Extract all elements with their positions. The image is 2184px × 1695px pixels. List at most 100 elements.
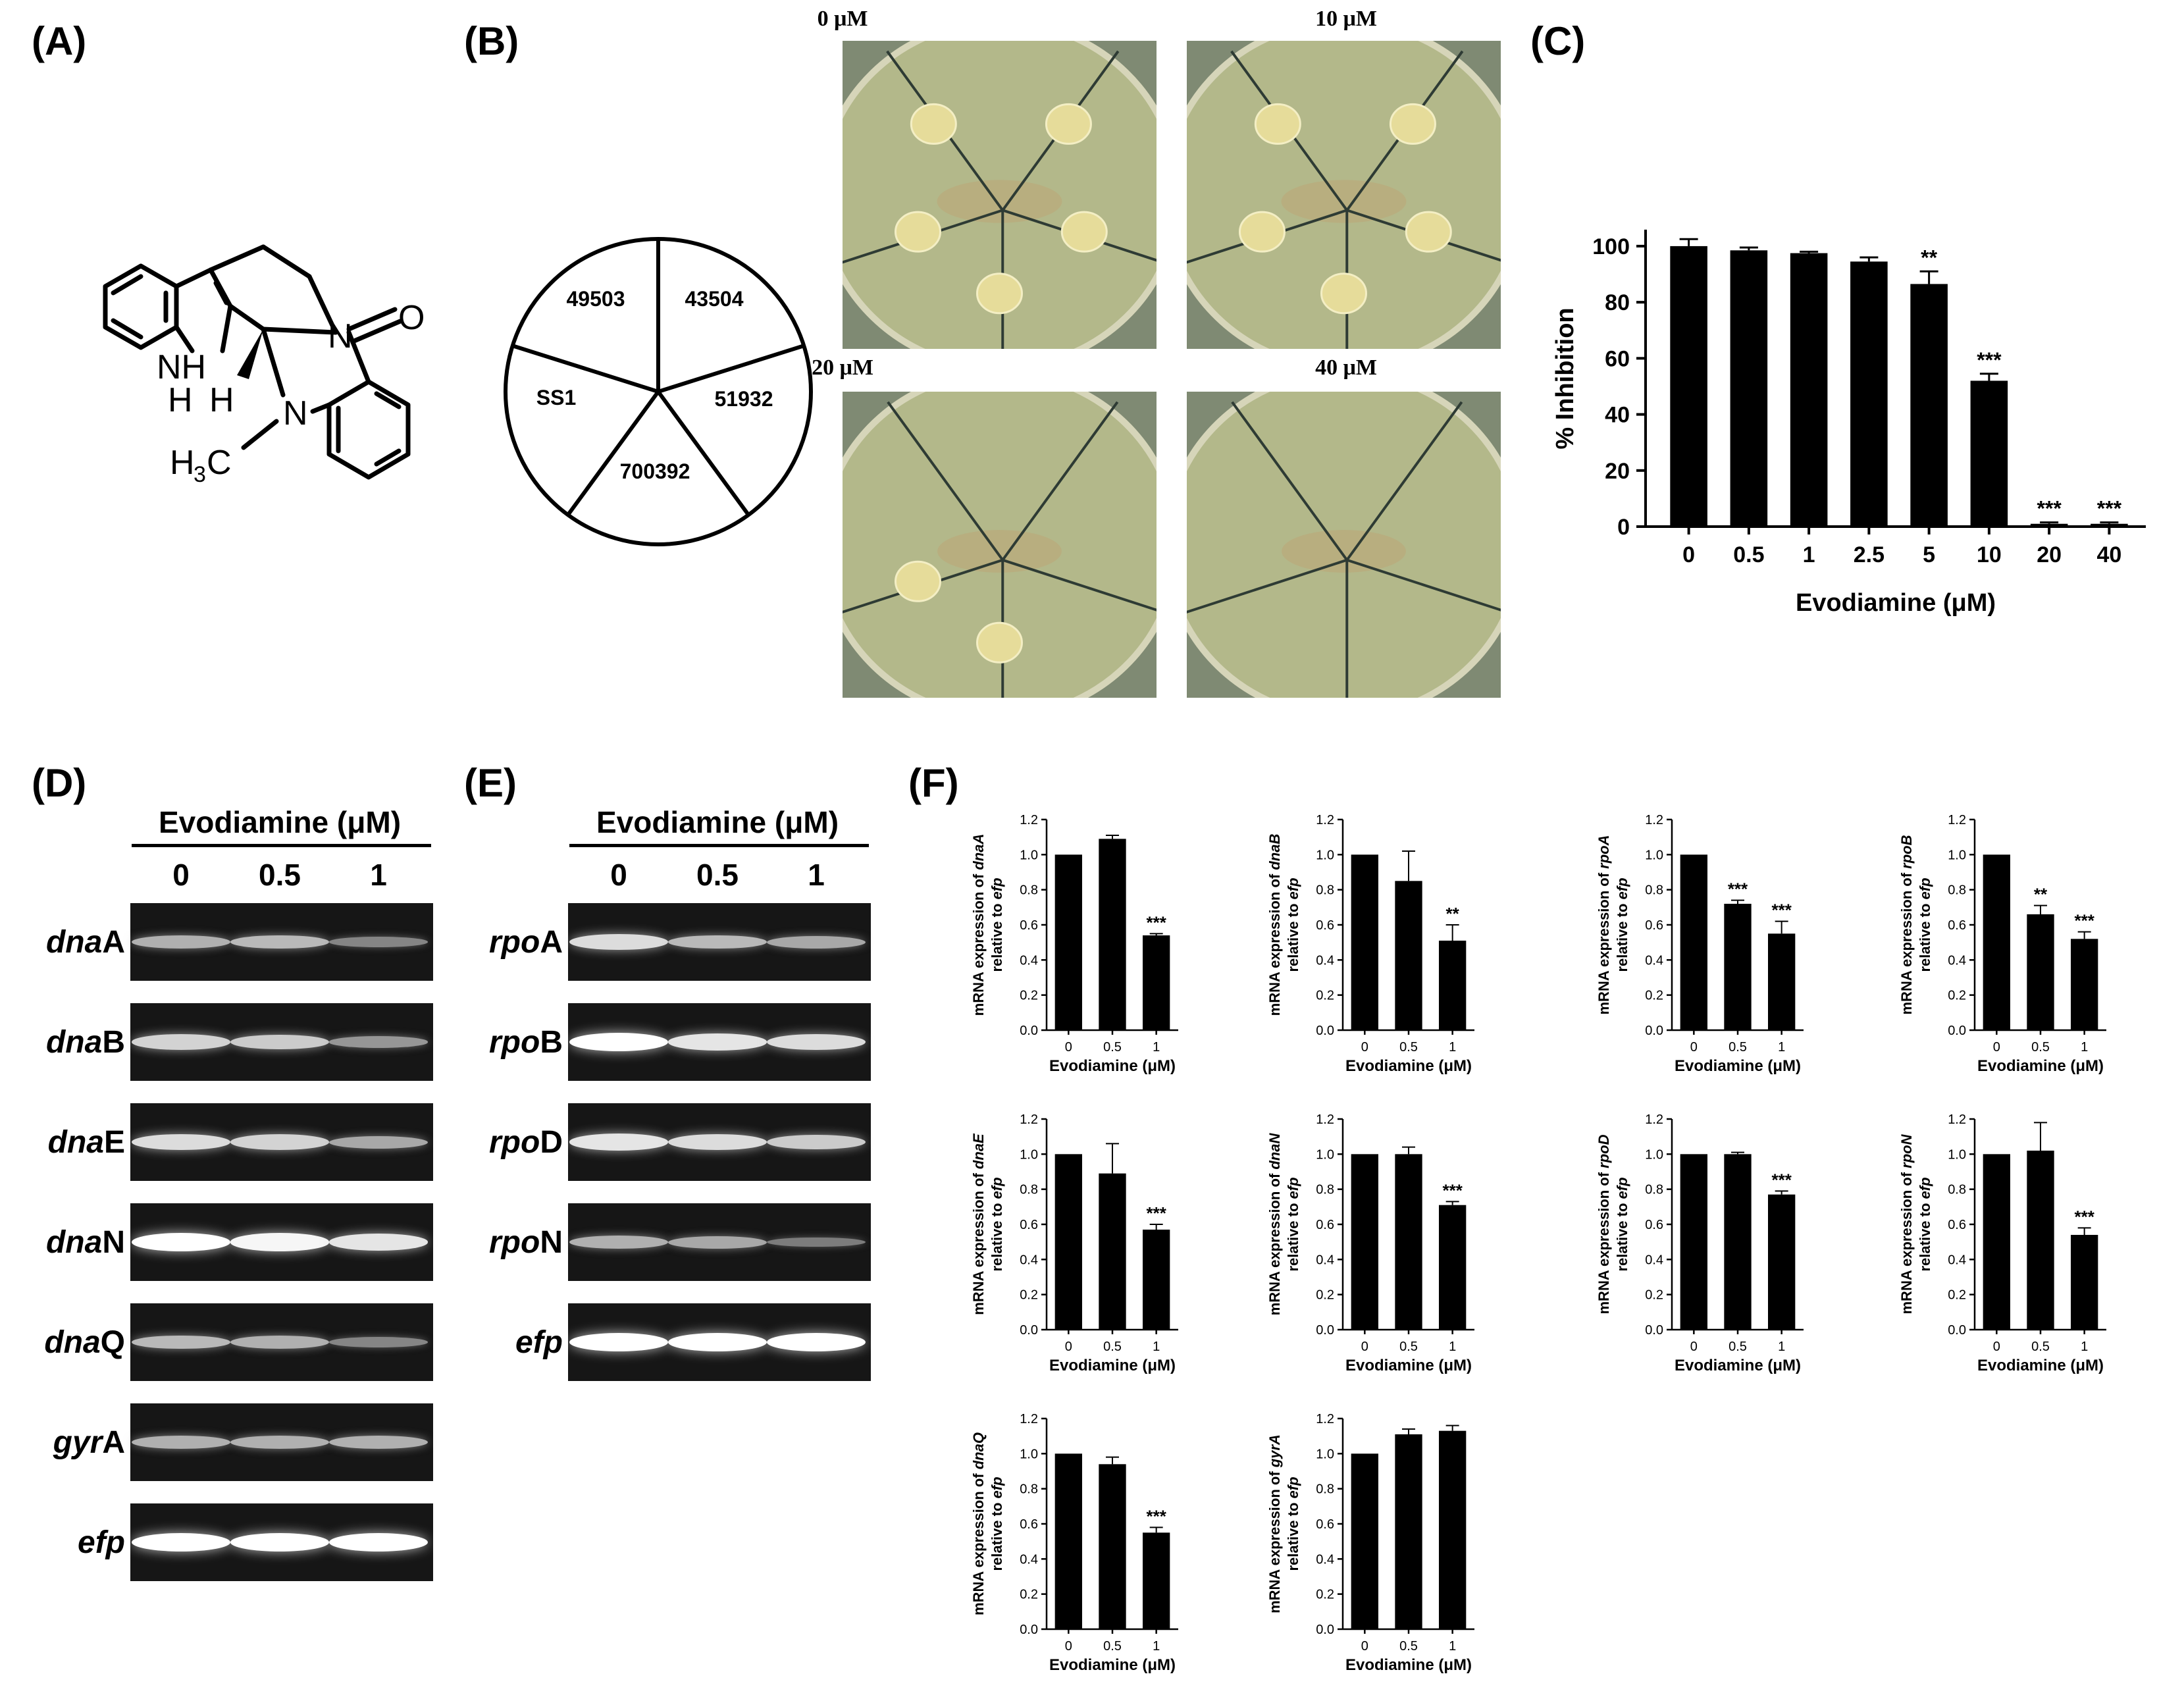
dna-gel-band [132, 1533, 230, 1552]
agar-tint [1282, 530, 1406, 573]
bar [1054, 1154, 1082, 1330]
x-tick-label: 0.5 [1399, 1639, 1418, 1654]
rpo-concentration-label: 0.5 [696, 858, 739, 892]
x-tick-label: 1 [2081, 1340, 2088, 1354]
bar [1395, 1154, 1422, 1330]
sector-line [1002, 558, 1157, 612]
rpo-gel-band [668, 935, 767, 949]
rpo-concentration-label: 0 [610, 858, 627, 892]
y-tick-label: 0.6 [1948, 1218, 1966, 1232]
x-tick-label: 0 [1065, 1040, 1072, 1055]
bar [1351, 1453, 1378, 1629]
y-tick-label: 0.8 [1020, 883, 1038, 898]
rpo-gel-band [569, 1134, 668, 1151]
x-tick-label: 0.5 [1103, 1040, 1122, 1055]
rpo-gene-label: rpoN [489, 1225, 563, 1260]
x-tick-label: 0.5 [1733, 542, 1764, 567]
x-tick-label: 2.5 [1854, 542, 1885, 567]
bar [1439, 1205, 1467, 1330]
rpo-gel-band [767, 935, 866, 949]
evodiamine-structure: NH H N O N H H 3 C [103, 244, 425, 487]
y-tick-label: 1.0 [1020, 1147, 1038, 1162]
x-axis-label: Evodiamine (μM) [1977, 1057, 2104, 1075]
x-tick-label: 1 [1153, 1639, 1160, 1654]
dna-gel-strip [130, 1503, 433, 1581]
bar [1724, 1154, 1752, 1330]
x-tick-label: 0 [1065, 1639, 1072, 1654]
y-tick-label: 1.0 [1020, 1447, 1038, 1461]
atom-methyl-h: H [170, 444, 195, 482]
x-tick-label: 1 [1449, 1340, 1456, 1354]
y-tick-label: 1.0 [1948, 848, 1966, 862]
y-tick-label: 0.4 [1020, 1253, 1038, 1267]
sector-line [1231, 401, 1348, 561]
dna-gel-band [230, 935, 329, 949]
panel-label-b: (B) [464, 19, 519, 63]
significance-marker: *** [2074, 911, 2094, 931]
bacterial-colony [1405, 211, 1452, 253]
dna-gel-band [132, 1134, 230, 1151]
plate-photo [1187, 41, 1501, 349]
significance-marker: *** [2097, 497, 2122, 521]
significance-marker: *** [1771, 1170, 1792, 1189]
bar [1790, 253, 1828, 527]
rpo-header: Evodiamine (μM) [596, 805, 839, 839]
dna-gene-label: dnaQ [44, 1325, 125, 1360]
atom-methyl-c: C [207, 444, 232, 482]
x-tick-label: 5 [1923, 542, 1935, 567]
y-tick-label: 0.8 [1020, 1482, 1038, 1497]
y-tick-label: 0.0 [1020, 1323, 1038, 1338]
dna-gel-band [230, 1034, 329, 1050]
x-tick-label: 40 [2096, 542, 2121, 567]
bacterial-colony [910, 103, 957, 145]
bacterial-colony [976, 273, 1023, 315]
sector-line [1187, 558, 1347, 613]
bar [1395, 1434, 1422, 1629]
bar [1099, 839, 1126, 1030]
y-tick-label: 0.6 [1316, 1218, 1334, 1232]
bar [1850, 261, 1888, 527]
sector-line [1345, 401, 1463, 561]
x-axis-label: Evodiamine (μM) [1049, 1357, 1176, 1374]
y-tick-label: 1.0 [1020, 848, 1038, 862]
dna-gel-band [132, 1335, 230, 1349]
rpo-gel-band [767, 1333, 866, 1351]
bar [2071, 1235, 2098, 1330]
y-tick-label: 0.2 [1316, 1288, 1334, 1303]
rpo-gel-band [767, 1033, 866, 1051]
y-tick-label: 0.0 [1020, 1024, 1038, 1038]
significance-marker: *** [2074, 1207, 2094, 1226]
y-tick-label: 1.0 [1316, 848, 1334, 862]
y-tick-label: 0.6 [1645, 918, 1663, 933]
strain-layout-diagram: 49503 43504 SS1 51932 700392 [504, 237, 813, 546]
y-tick-label: 0.6 [1020, 1517, 1038, 1532]
bar [1670, 246, 1707, 527]
bar [1054, 1453, 1082, 1629]
y-tick-label: 0.6 [1020, 1218, 1038, 1232]
dna-gene-label: dnaE [47, 1125, 125, 1160]
agar-plate [1187, 392, 1501, 698]
y-tick-label: 0.2 [1020, 1588, 1038, 1602]
rpo-gel-strip [568, 1303, 871, 1381]
dna-gel-band [329, 1036, 428, 1048]
x-tick-label: 0 [1361, 1340, 1368, 1354]
rpo-gel-band [569, 1236, 668, 1249]
bar [1983, 1154, 2010, 1330]
dna-header: Evodiamine (μM) [158, 805, 402, 839]
agar-tint [937, 180, 1062, 223]
significance-marker: *** [1977, 348, 2002, 372]
significance-marker: *** [2037, 497, 2062, 521]
y-tick-label: 0.4 [1645, 1253, 1663, 1267]
y-tick-label: 1.0 [1948, 1147, 1966, 1162]
y-tick-label: 0.6 [1645, 1218, 1663, 1232]
x-tick-label: 0.5 [1103, 1639, 1122, 1654]
x-tick-label: 20 [2037, 542, 2062, 567]
atom-o: O [398, 299, 425, 337]
dna-gel-band [132, 935, 230, 949]
bar [1143, 1532, 1170, 1629]
plate-label-0: 0 μM [817, 7, 868, 31]
x-tick-label: 1 [1449, 1040, 1456, 1055]
